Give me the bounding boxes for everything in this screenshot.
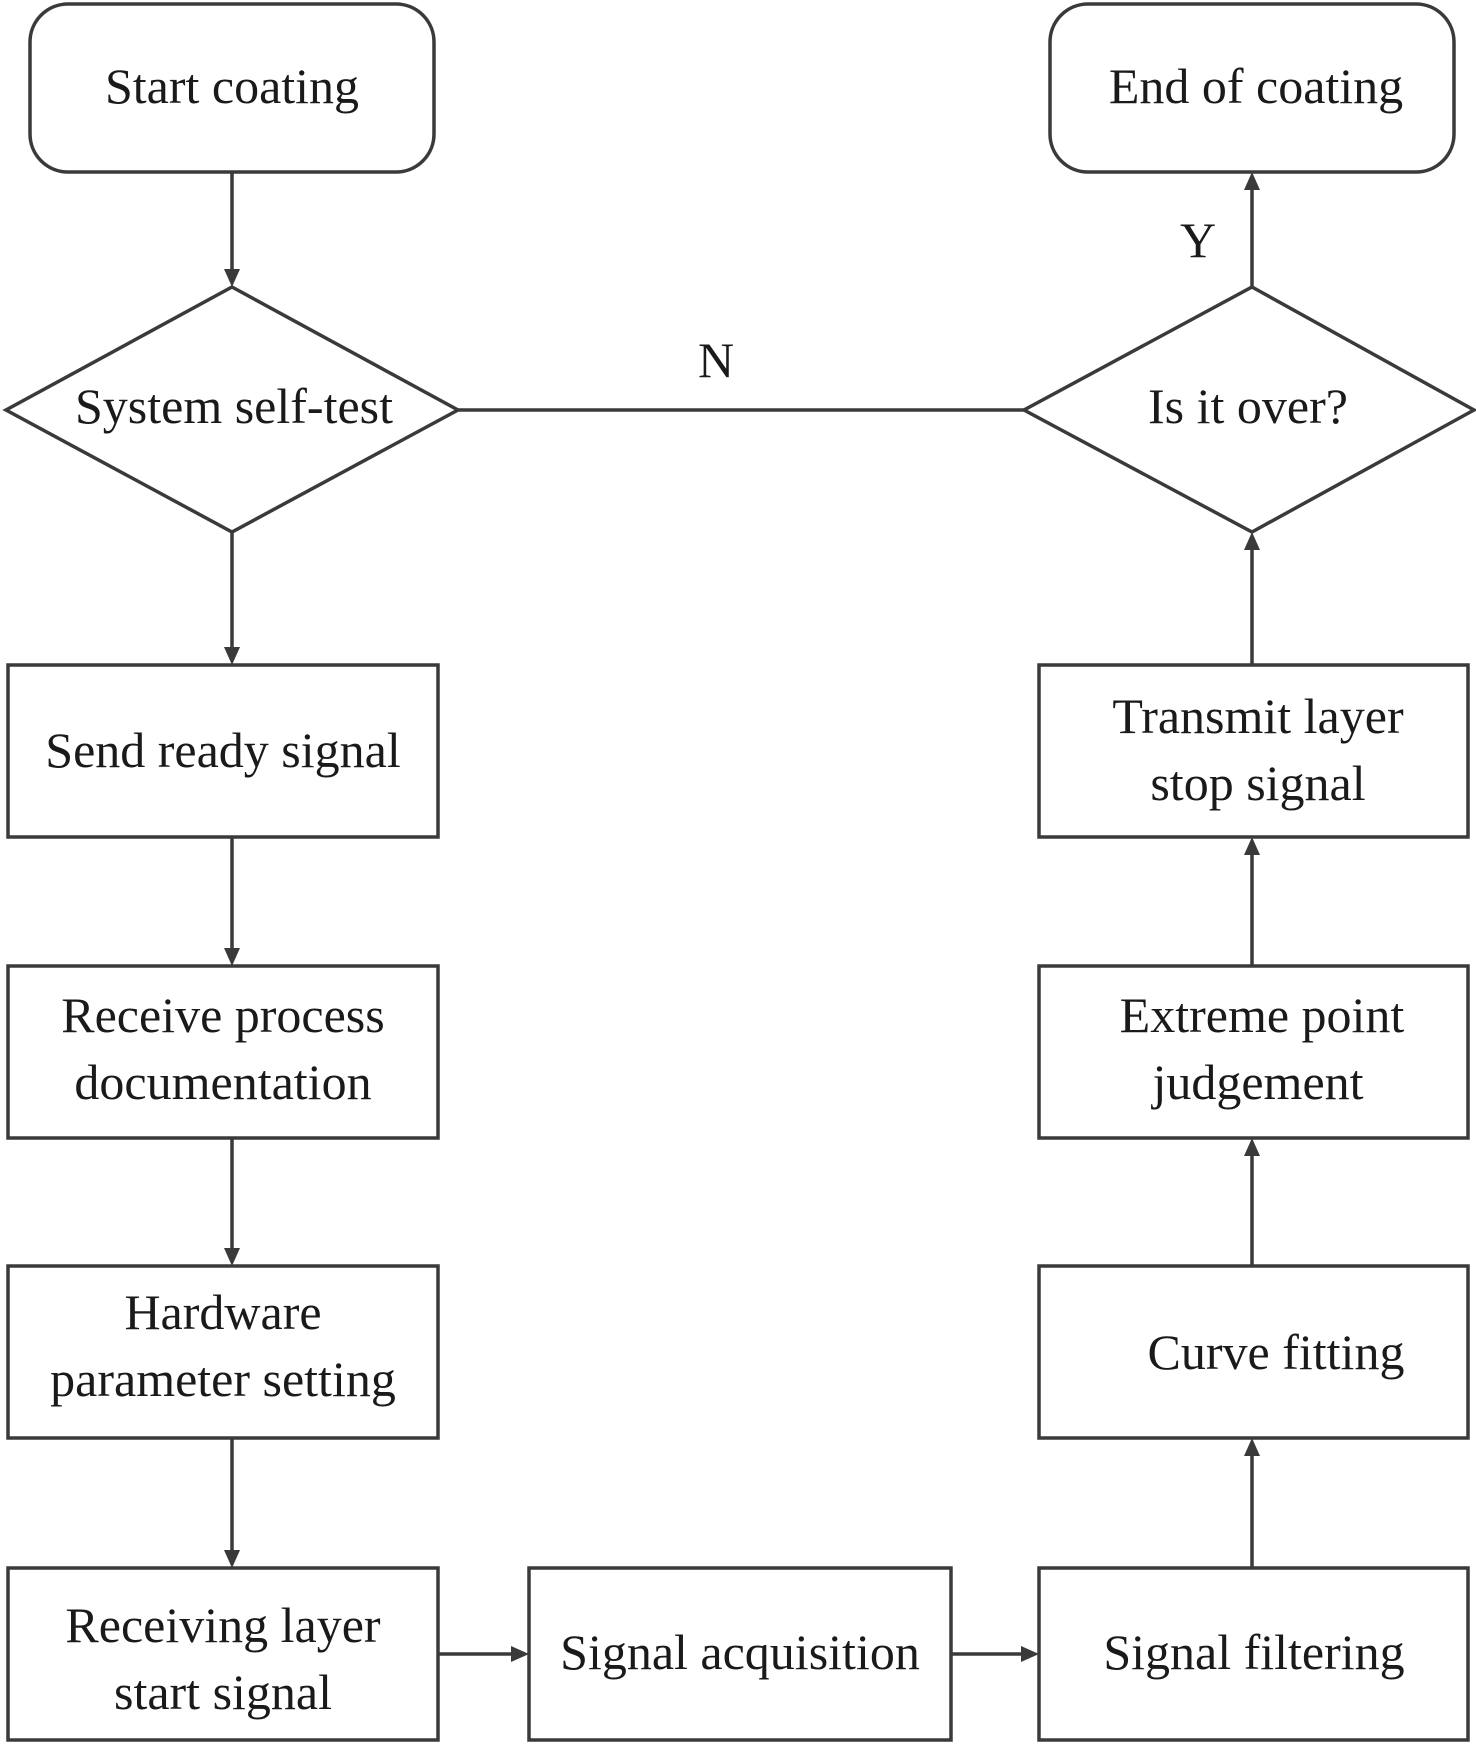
decision-self-test: System self-test xyxy=(2,285,462,534)
node-transmit-stop-line1: Transmit layer xyxy=(1112,688,1404,744)
node-curve-fitting-label: Curve fitting xyxy=(1148,1324,1405,1380)
node-receive-doc: Receive process documentation xyxy=(6,964,440,1140)
node-transmit-stop: Transmit layer stop signal xyxy=(1037,663,1470,839)
node-receiving-start-line2: start signal xyxy=(114,1664,332,1720)
node-signal-acquisition-label: Signal acquisition xyxy=(560,1624,920,1680)
node-transmit-stop-line2: stop signal xyxy=(1150,755,1365,811)
node-receive-doc-line1: Receive process xyxy=(61,987,384,1043)
node-extreme-point: Extreme point judgement xyxy=(1037,964,1470,1140)
node-curve-fitting: Curve fitting xyxy=(1037,1264,1470,1440)
node-send-ready: Send ready signal xyxy=(6,663,440,839)
node-signal-filtering-label: Signal filtering xyxy=(1103,1624,1404,1680)
node-receive-doc-line2: documentation xyxy=(74,1054,371,1110)
node-start-label: Start coating xyxy=(105,58,359,114)
arrowhead xyxy=(1244,1138,1260,1156)
arrowhead xyxy=(1244,1438,1260,1456)
node-end-label: End of coating xyxy=(1109,58,1403,114)
node-signal-filtering: Signal filtering xyxy=(1037,1566,1470,1742)
connectors xyxy=(224,172,1260,1662)
arrowhead xyxy=(224,1248,240,1266)
node-start: Start coating xyxy=(28,2,436,174)
edge-label-no: N xyxy=(698,332,734,388)
arrowhead xyxy=(224,647,240,665)
node-hardware-line2: parameter setting xyxy=(50,1351,396,1407)
node-hardware-line1: Hardware xyxy=(124,1284,321,1340)
node-send-ready-label: Send ready signal xyxy=(45,722,400,778)
arrowhead xyxy=(1244,172,1260,190)
arrowhead xyxy=(1244,837,1260,855)
edge-label-yes: Y xyxy=(1180,212,1216,268)
decision-self-test-label: System self-test xyxy=(75,378,393,434)
node-extreme-point-line2: judgement xyxy=(1150,1054,1363,1110)
node-end: End of coating xyxy=(1048,2,1456,174)
node-receiving-start: Receiving layer start signal xyxy=(6,1566,440,1742)
arrowhead xyxy=(224,1550,240,1568)
arrowhead xyxy=(1021,1646,1039,1662)
node-receiving-start-line1: Receiving layer xyxy=(65,1597,380,1653)
decision-is-over: Is it over? xyxy=(1020,285,1476,534)
decision-is-over-label: Is it over? xyxy=(1148,378,1348,434)
arrowhead xyxy=(224,269,240,287)
arrowhead xyxy=(224,948,240,966)
node-signal-acquisition: Signal acquisition xyxy=(527,1566,953,1742)
arrowhead xyxy=(1244,532,1260,550)
node-hardware: Hardware parameter setting xyxy=(6,1264,440,1440)
arrowhead xyxy=(511,1646,529,1662)
node-extreme-point-line1: Extreme point xyxy=(1120,987,1405,1043)
